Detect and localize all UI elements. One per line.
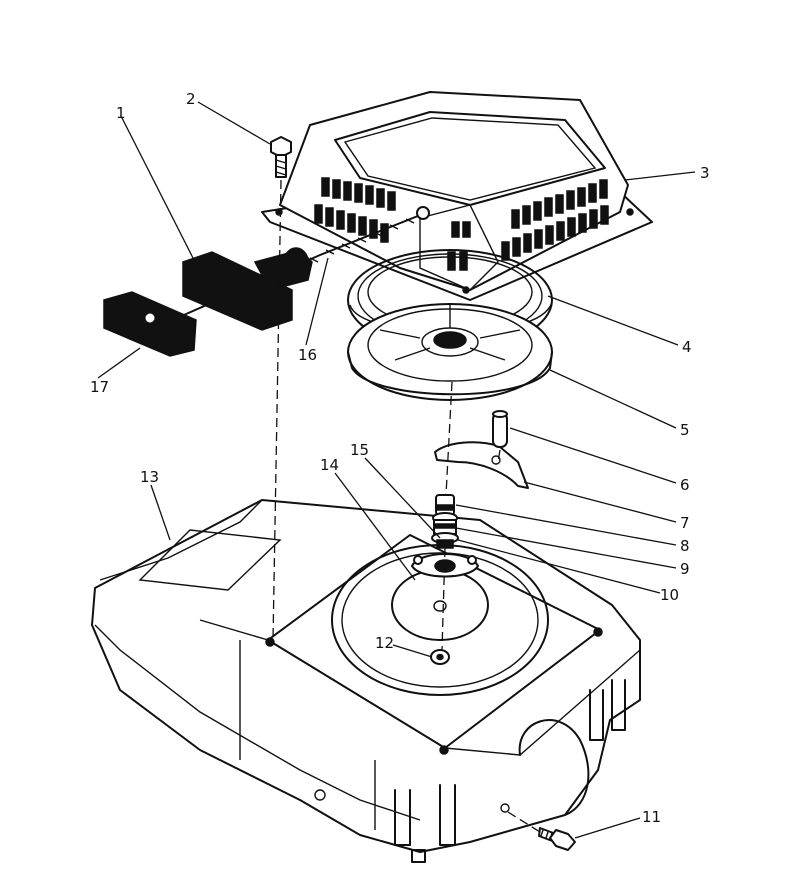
part-label-12: 12 xyxy=(375,634,394,652)
shaft-stack xyxy=(411,494,479,578)
engine-shroud-housing xyxy=(91,499,641,863)
part-label-15: 15 xyxy=(350,441,369,459)
part-label-6: 6 xyxy=(680,476,690,494)
part-label-3: 3 xyxy=(700,164,710,182)
rope-handle xyxy=(182,247,313,331)
part-label-2: 2 xyxy=(186,90,196,108)
center-nut xyxy=(430,649,450,665)
part-label-16: 16 xyxy=(298,346,317,364)
part-label-7: 7 xyxy=(680,514,690,532)
part-label-17: 17 xyxy=(90,378,109,396)
part-number-labels: 1 2 3 4 5 6 7 8 9 10 11 12 13 14 15 16 1… xyxy=(90,90,710,826)
part-label-1: 1 xyxy=(116,104,126,122)
part-label-9: 9 xyxy=(680,560,690,578)
part-label-4: 4 xyxy=(682,338,692,356)
starter-reel xyxy=(347,303,553,401)
starter-cover xyxy=(261,91,653,301)
screw-alignment-line xyxy=(507,811,541,833)
part-label-5: 5 xyxy=(680,421,690,439)
bolt-alignment-line xyxy=(272,179,282,641)
part-label-13: 13 xyxy=(140,468,159,486)
part-label-8: 8 xyxy=(680,537,690,555)
hub-alignment-line xyxy=(441,547,446,651)
handle-insert xyxy=(103,291,197,357)
mounting-screw xyxy=(538,827,576,851)
leader-lines xyxy=(97,101,696,839)
pawl-pin xyxy=(492,410,508,448)
part-label-14: 14 xyxy=(320,456,339,474)
part-label-10: 10 xyxy=(660,586,679,604)
shaft-alignment-line xyxy=(445,381,453,496)
part-label-11: 11 xyxy=(642,808,661,826)
starter-pawl xyxy=(434,441,529,489)
cover-bolt xyxy=(270,136,292,178)
pin-alignment-line xyxy=(497,449,501,463)
